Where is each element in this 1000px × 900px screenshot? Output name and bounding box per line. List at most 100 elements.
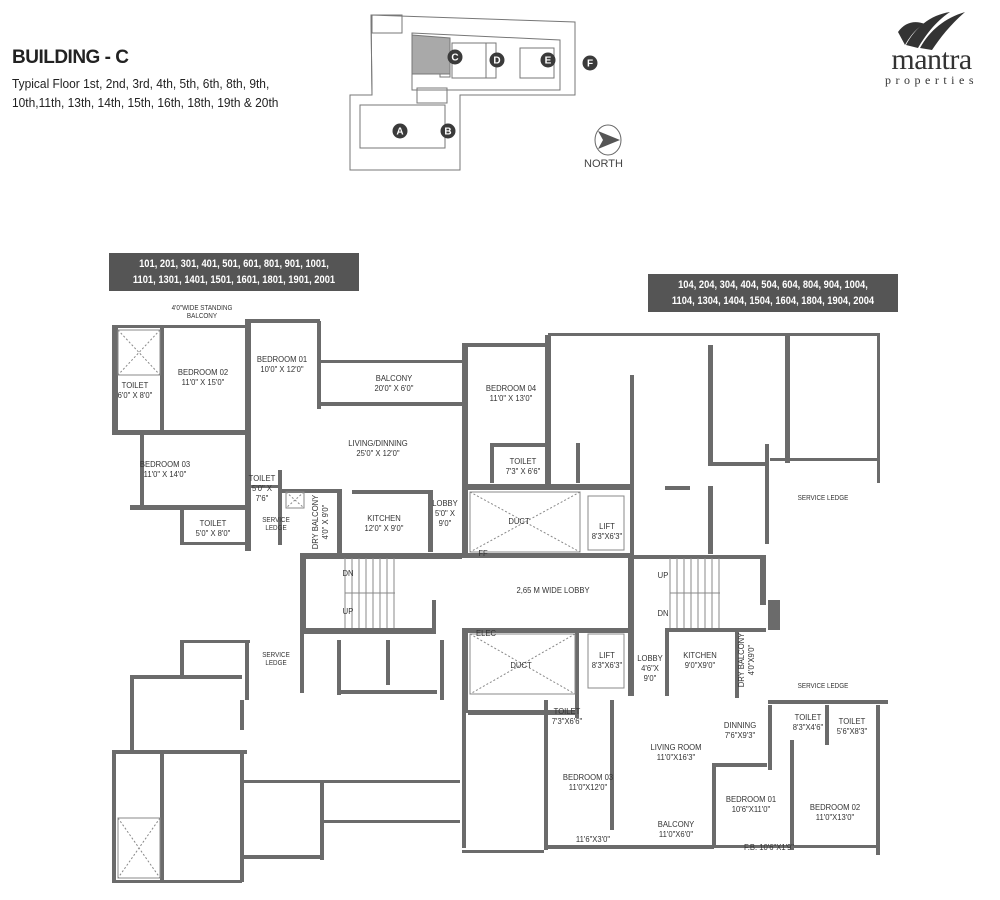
room-size2: 9'0": [438, 518, 452, 528]
room-size: 11'0"X13'0": [815, 812, 855, 822]
room-size: 12'0" X 9'0": [364, 523, 404, 533]
wall: [630, 555, 760, 559]
wall: [320, 402, 462, 406]
wall: [877, 333, 880, 483]
room-size: 11'0" X 15'0": [181, 377, 225, 387]
wall: [768, 705, 772, 770]
wall: [876, 705, 880, 855]
wall: [112, 750, 116, 880]
wall: [300, 633, 304, 693]
page-title: BUILDING - C: [12, 47, 129, 68]
wall: [180, 505, 184, 545]
wall: [760, 555, 766, 605]
room-size: 4'0"X9'0": [746, 644, 756, 676]
room-label-duct-top: DUCT: [508, 516, 529, 526]
wall: [112, 880, 242, 883]
key-plan-marker-e: E: [540, 52, 556, 68]
shaft-cross: [469, 491, 581, 553]
wall: [545, 335, 551, 490]
room-size: 11'0" X 13'0": [489, 393, 533, 403]
wall: [765, 444, 769, 544]
wall: [490, 443, 494, 483]
svg-text:A: A: [396, 127, 403, 138]
wall: [320, 360, 462, 363]
room-name: LIVING/DINNING: [348, 438, 408, 448]
room-name: LIFT: [599, 521, 615, 531]
wall: [300, 553, 306, 633]
wall: [462, 628, 632, 633]
room-name: BEDROOM 03: [562, 772, 614, 782]
room-name: DRY BALCONY: [310, 494, 320, 550]
room-name: TOILET: [509, 456, 537, 466]
room-name: 4'0"WIDE STANDING: [171, 305, 233, 312]
key-plan-marker-b: B: [440, 123, 456, 139]
room-size: 5'0" X: [435, 508, 455, 518]
wall: [130, 505, 247, 510]
wall: [180, 542, 247, 545]
wall: [628, 628, 634, 696]
wall: [575, 628, 579, 718]
room-size: 11'0"X6'0": [658, 829, 694, 839]
wall: [628, 553, 634, 633]
wall: [462, 553, 632, 558]
room-name: BEDROOM 01: [256, 354, 308, 364]
room-size: 25'0" X 12'0": [356, 448, 400, 458]
wall: [432, 600, 436, 634]
svg-text:D: D: [493, 56, 500, 67]
room-size: 10'0" X 12'0": [260, 364, 304, 374]
wall: [468, 710, 578, 715]
wall: [320, 820, 460, 823]
shaft-cross: [117, 329, 161, 376]
room-name: LIVING ROOM: [650, 742, 702, 752]
wall: [300, 628, 435, 634]
room-name: 11'6"X3'0": [575, 834, 611, 844]
stair-up-label: UP: [342, 606, 354, 616]
floor-list-line: Typical Floor 1st, 2nd, 3rd, 4th, 5th, 6…: [12, 76, 270, 91]
stair-dn-label: DN: [657, 608, 669, 618]
wall: [708, 462, 768, 466]
room-name: TOILET: [794, 712, 822, 722]
wall: [317, 321, 321, 409]
wall: [770, 458, 880, 461]
wall: [708, 345, 713, 465]
room-name: LIFT: [599, 650, 615, 660]
shaft-cross: [285, 491, 305, 509]
wall: [300, 553, 462, 559]
room-label-main-lobby: 2,65 M WIDE LOBBY: [516, 585, 589, 595]
wall: [610, 700, 614, 830]
room-size: 7'3"X6'6": [551, 716, 583, 726]
wall: [160, 325, 164, 433]
wall: [462, 713, 466, 848]
room-size: 7'3" X 6'6": [505, 466, 541, 476]
wall: [440, 640, 444, 700]
room-name: KITCHEN: [683, 650, 717, 660]
wall: [112, 750, 247, 754]
room-name: BALCONY: [375, 373, 413, 383]
unit-badge-line: 1104, 1304, 1404, 1504, 1604, 1804, 1904…: [671, 295, 875, 307]
room-name: ELEC: [476, 628, 496, 638]
key-plan-building-c: [411, 34, 451, 75]
brand-logo: mantra properties: [885, 45, 978, 87]
room-name: BEDROOM 04: [485, 383, 537, 393]
wall: [462, 628, 468, 713]
room-size: 4'0" X 9'0": [320, 504, 330, 540]
wall: [244, 855, 324, 859]
room-size: 5'6"X8'3": [836, 726, 868, 736]
wall: [548, 333, 880, 336]
room-name: FF: [478, 548, 488, 558]
wall: [337, 640, 341, 695]
svg-text:C: C: [451, 53, 458, 64]
room-name: SERVICE LEDGE: [797, 683, 849, 690]
lift-car: [587, 633, 625, 689]
floor-list: Typical Floor 1st, 2nd, 3rd, 4th, 5th, 6…: [12, 74, 325, 112]
wall: [180, 640, 184, 675]
room-label-service-ledge-tr: SERVICE LEDGE: [798, 495, 849, 503]
